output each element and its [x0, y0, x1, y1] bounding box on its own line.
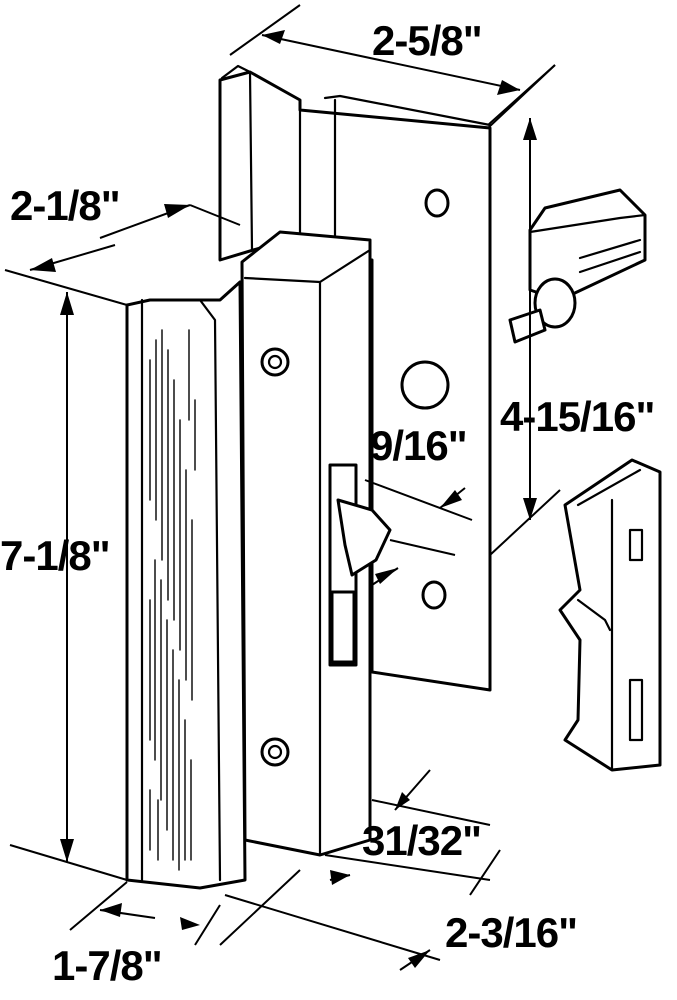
latch-tail — [330, 590, 356, 664]
lock-cylinder — [508, 188, 647, 344]
latch-hook — [336, 498, 392, 577]
body-screw-upper — [260, 347, 290, 377]
dimension-lines — [4, 4, 561, 971]
screw-hole-upper — [424, 188, 450, 218]
dim-handle-depth: 2-1/8" — [10, 182, 121, 229]
keeper-strike — [558, 458, 662, 772]
screw-hole-lower — [421, 580, 447, 610]
body-screw-lower — [260, 737, 290, 767]
handle-body — [240, 230, 392, 857]
dim-handle-height: 7-1/8" — [0, 532, 111, 579]
dim-plate-width: 2-5/8" — [372, 17, 483, 64]
cylinder-hole — [400, 360, 450, 410]
handle-grip — [125, 280, 247, 890]
mounting-plate — [218, 64, 492, 692]
dim-latch-projection: 31/32" — [362, 817, 482, 864]
dim-hole-spacing: 4-15/16" — [500, 393, 655, 440]
dim-latch-offset: 9/16" — [370, 422, 468, 469]
dim-grip-width: 1-7/8" — [52, 942, 163, 989]
dim-base-width: 2-3/16" — [445, 909, 578, 956]
